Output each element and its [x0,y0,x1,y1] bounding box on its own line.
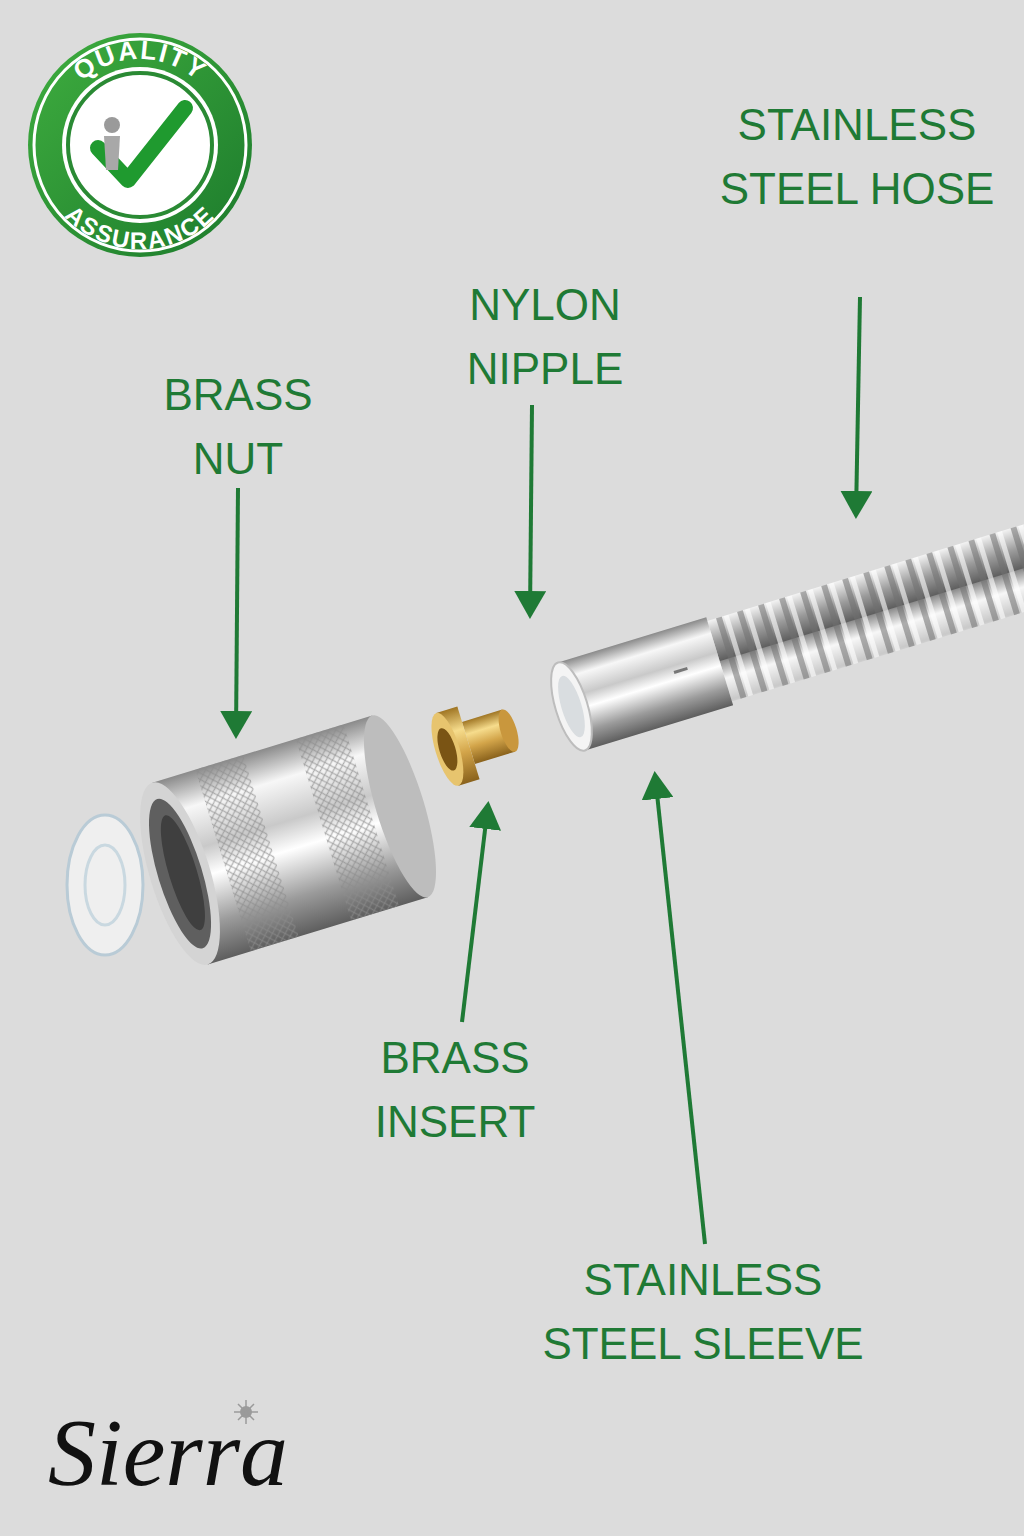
part-label: BRASS INSERT [345,1026,565,1154]
quality-badge: QUALITY ASSURANCE [28,33,252,257]
badge-text: ASSURANCE [60,200,219,254]
washer [67,815,143,955]
part-label: NYLON NIPPLE [425,273,665,401]
badge-text: QUALITY [67,35,213,87]
part-label: STAINLESS STEEL SLEEVE [523,1248,883,1376]
part-label: STAINLESS STEEL HOSE [712,93,1002,221]
brass-insert [425,692,528,789]
badge-text: QUALITY [67,35,213,87]
brand-logo: Sierra [48,1405,288,1501]
badge-text: ASSURANCE [60,200,219,254]
hose-assembly [543,496,1024,755]
brass-nut [124,709,451,974]
washer-inner [85,845,125,925]
leader-lines [236,297,860,1244]
part-label: BRASS NUT [138,363,338,491]
